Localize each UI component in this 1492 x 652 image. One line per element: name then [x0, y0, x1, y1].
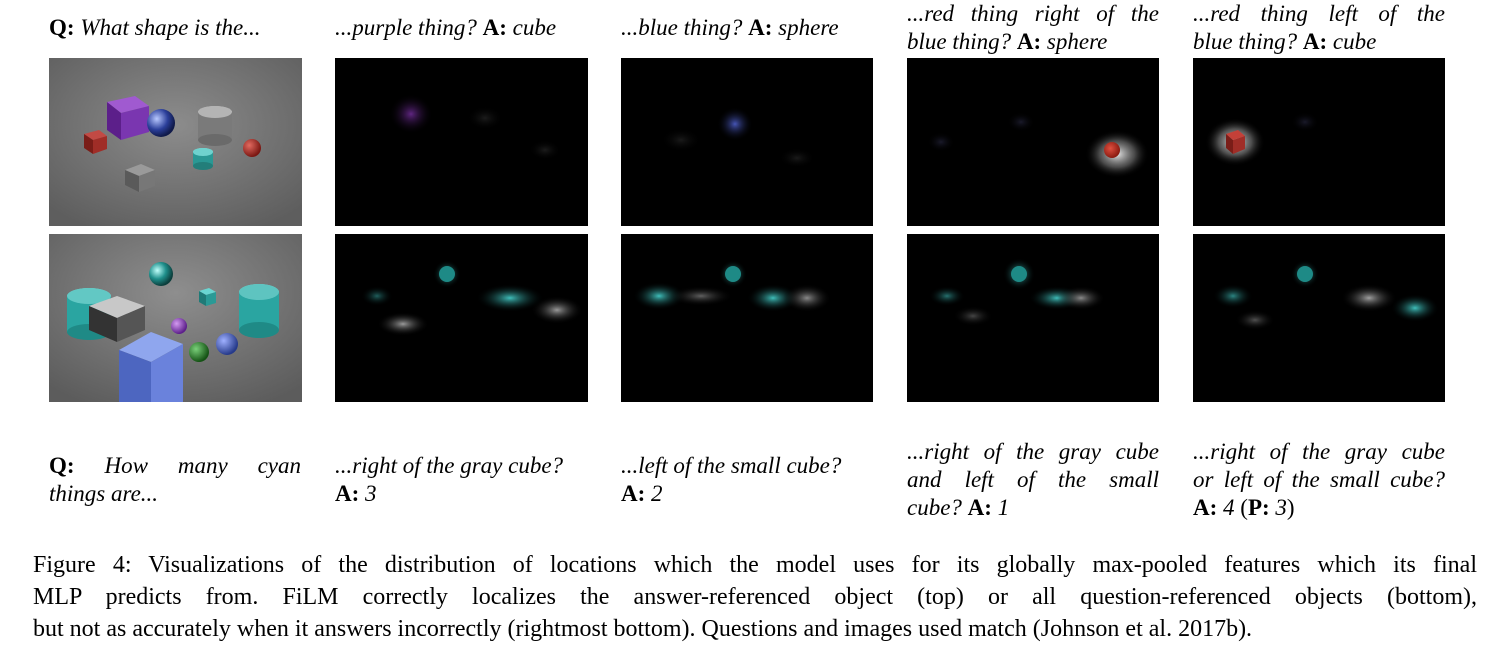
scene-image-bottom	[49, 234, 302, 402]
row2-panel4-caption: ...right of the gray cube or left of the…	[1193, 439, 1445, 520]
row2-panel3-caption: ...right of the gray cube and left of th…	[907, 439, 1159, 520]
row1-panel2-caption: ...blue thing? A: sphere	[621, 15, 839, 40]
attention-render-count-left	[621, 234, 873, 402]
attention-map-count-or	[1193, 234, 1445, 402]
attention-render-red-right	[907, 58, 1159, 226]
row2-question: Q: How many cyan things are...	[49, 453, 302, 506]
row1-question: Q: What shape is the...	[49, 14, 309, 42]
attention-render-count-right	[335, 234, 588, 402]
row1-panel4-caption: ...red thing left of the blue thing? A: …	[1193, 1, 1445, 54]
attention-render-count-or	[1193, 234, 1445, 402]
attention-render-red-left	[1193, 58, 1445, 226]
attention-map-count-left	[621, 234, 873, 402]
question-prefix: Q:	[49, 453, 75, 478]
attention-map-red-left	[1193, 58, 1445, 226]
figure-caption: Figure 4: Visualizations of the distribu…	[33, 552, 1477, 642]
attention-map-count-and	[907, 234, 1159, 402]
attention-render-count-and	[907, 234, 1159, 402]
row2-panel2-caption: ...left of the small cube? A: 2	[621, 453, 842, 506]
question-text: What shape is the...	[80, 15, 261, 40]
row2-panel1-caption: ...right of the gray cube? A: 3	[335, 453, 564, 506]
row1-panel1-caption: ...purple thing? A: cube	[335, 15, 557, 40]
question-prefix: Q:	[49, 15, 75, 40]
attention-map-red-right	[907, 58, 1159, 226]
question-text: How many cyan	[104, 453, 302, 478]
scene-image-top	[49, 58, 302, 226]
attention-map-blue	[621, 58, 873, 226]
scene-render-bottom	[49, 234, 302, 402]
row1-panel3-caption: ...red thing right of the blue thing? A:…	[907, 1, 1159, 54]
attention-map-purple	[335, 58, 588, 226]
attention-render-purple	[335, 58, 588, 226]
attention-render-blue	[621, 58, 873, 226]
scene-render-top	[49, 58, 302, 226]
attention-map-count-right	[335, 234, 588, 402]
